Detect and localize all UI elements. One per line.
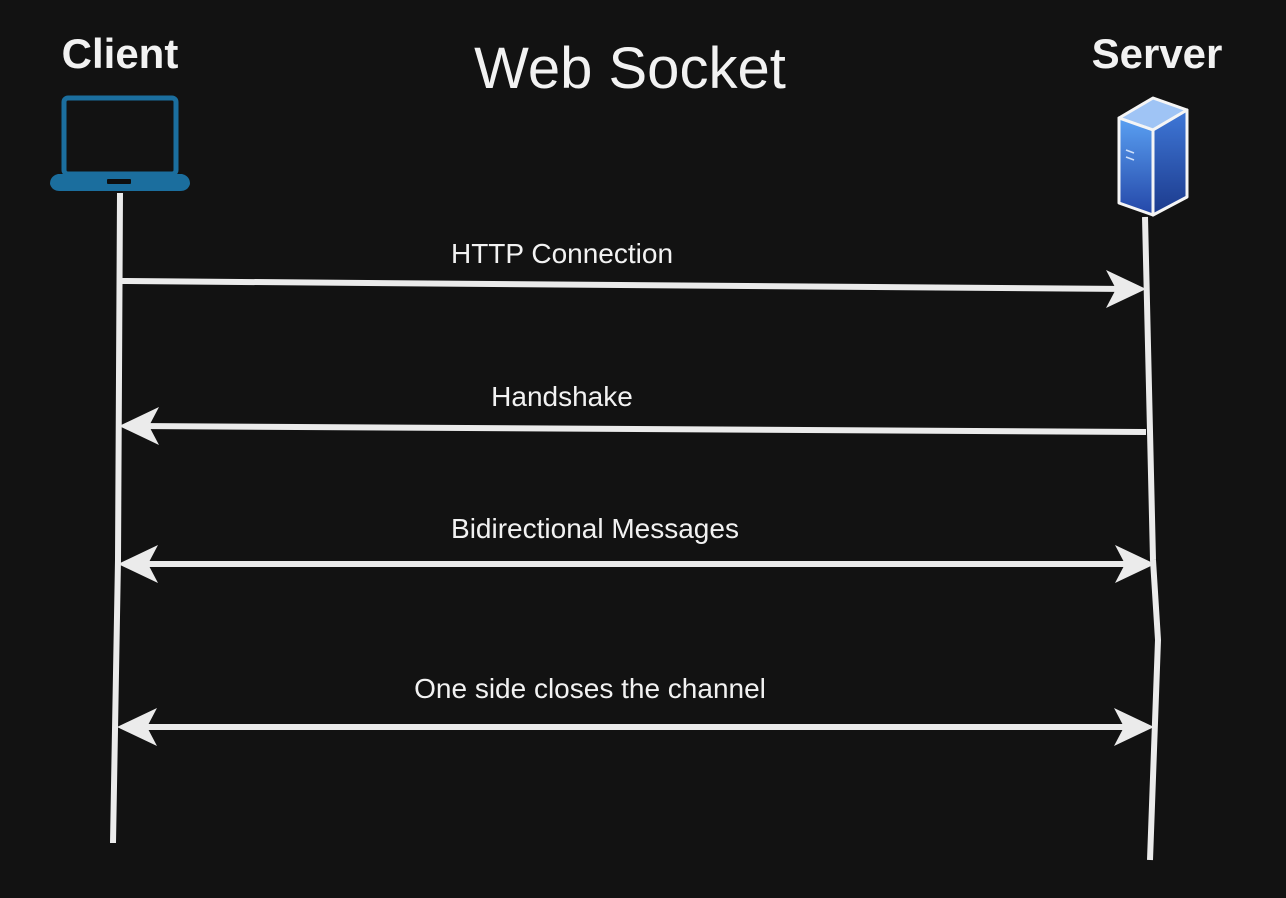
arrowhead-right (1114, 708, 1154, 746)
message-http-connection: HTTP Connection (120, 238, 1146, 308)
message-label: Handshake (491, 381, 633, 412)
server-label: Server (1092, 30, 1223, 77)
laptop-icon (50, 95, 190, 191)
message-arrow-line (137, 423, 1147, 435)
message-label: One side closes the channel (414, 673, 766, 704)
arrowhead-right (1106, 270, 1146, 308)
message-arrow-line (120, 278, 1129, 292)
server-icon (1117, 96, 1189, 217)
client-label: Client (62, 30, 179, 77)
arrowhead-left (118, 545, 158, 583)
arrowhead-left (119, 407, 159, 445)
arrowhead-right (1115, 545, 1155, 583)
message-handshake: Handshake (119, 381, 1147, 445)
message-close-channel: One side closes the channel (117, 673, 1154, 746)
server-lifeline (1142, 216, 1162, 861)
arrowhead-left (117, 708, 157, 746)
message-bidirectional: Bidirectional Messages (118, 513, 1155, 583)
message-label: Bidirectional Messages (451, 513, 739, 544)
client-lifeline (110, 192, 123, 844)
message-label: HTTP Connection (451, 238, 673, 269)
diagram-title: Web Socket (474, 36, 786, 101)
